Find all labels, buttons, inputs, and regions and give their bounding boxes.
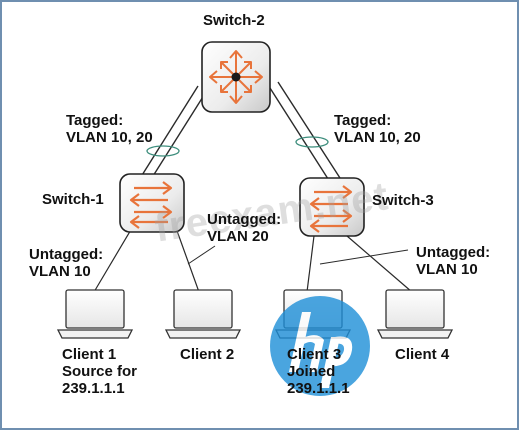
- hp-logo-watermark: [270, 296, 370, 396]
- trunk-label-right: Tagged: VLAN 10, 20: [334, 112, 421, 146]
- client-2-name: Client 2: [180, 346, 235, 363]
- switch-2-icon: [201, 41, 271, 113]
- trunk-label-left-line2: VLAN 10, 20: [66, 129, 153, 146]
- access-label-client2-line2: VLAN 20: [207, 228, 269, 245]
- trunk-link-sw1-sw2: [138, 85, 207, 185]
- access-label-client2: Untagged: VLAN 20: [207, 211, 281, 245]
- client-1-laptop-icon: [56, 289, 134, 339]
- client-1-role: Source for: [62, 363, 138, 380]
- client-1-label: Client 1 Source for 239.1.1.1: [62, 346, 137, 397]
- switch-3-icon: [299, 177, 365, 237]
- access-label-client2-line1: Untagged:: [207, 211, 282, 228]
- client-1-name: Client 1: [62, 346, 117, 363]
- access-label-client4-line2: VLAN 10: [416, 261, 478, 278]
- switch-3-label: Switch-3: [372, 192, 434, 209]
- access-label-client4: Untagged: VLAN 10: [416, 244, 490, 278]
- client-2-laptop-icon: [164, 289, 242, 339]
- switch-1-label: Switch-1: [42, 191, 104, 208]
- trunk-link-sw3-sw2: [269, 81, 341, 183]
- trunk-label-left-line1: Tagged:: [66, 112, 124, 129]
- client-4-name: Client 4: [395, 346, 450, 363]
- client-1-group: 239.1.1.1: [62, 380, 125, 397]
- vlan-ring-right: [295, 136, 329, 148]
- client-2-label: Client 2: [180, 346, 234, 363]
- client-3-name: Client 3: [287, 346, 342, 363]
- trunk-label-left: Tagged: VLAN 10, 20: [66, 112, 153, 146]
- client-3-label: Client 3 Joined 239.1.1.1: [287, 346, 350, 397]
- access-links: [93, 227, 413, 293]
- client-3-role: Joined: [287, 363, 336, 380]
- access-label-client4-line1: Untagged:: [416, 244, 491, 261]
- access-label-client1-line1: Untagged:: [29, 246, 104, 263]
- callout-pointers: [187, 245, 409, 265]
- switch-2-label: Switch-2: [203, 12, 265, 29]
- trunk-label-right-line2: VLAN 10, 20: [334, 129, 421, 146]
- client-3-group: 239.1.1.1: [287, 380, 350, 397]
- vlan-ring-left: [146, 145, 180, 157]
- client-4-laptop-icon: [376, 289, 454, 339]
- switch-1-icon: [119, 173, 185, 233]
- client-4-label: Client 4: [395, 346, 449, 363]
- trunk-label-right-line1: Tagged:: [334, 112, 392, 129]
- access-label-client1-line2: VLAN 10: [29, 263, 91, 280]
- access-label-client1: Untagged: VLAN 10: [29, 246, 103, 280]
